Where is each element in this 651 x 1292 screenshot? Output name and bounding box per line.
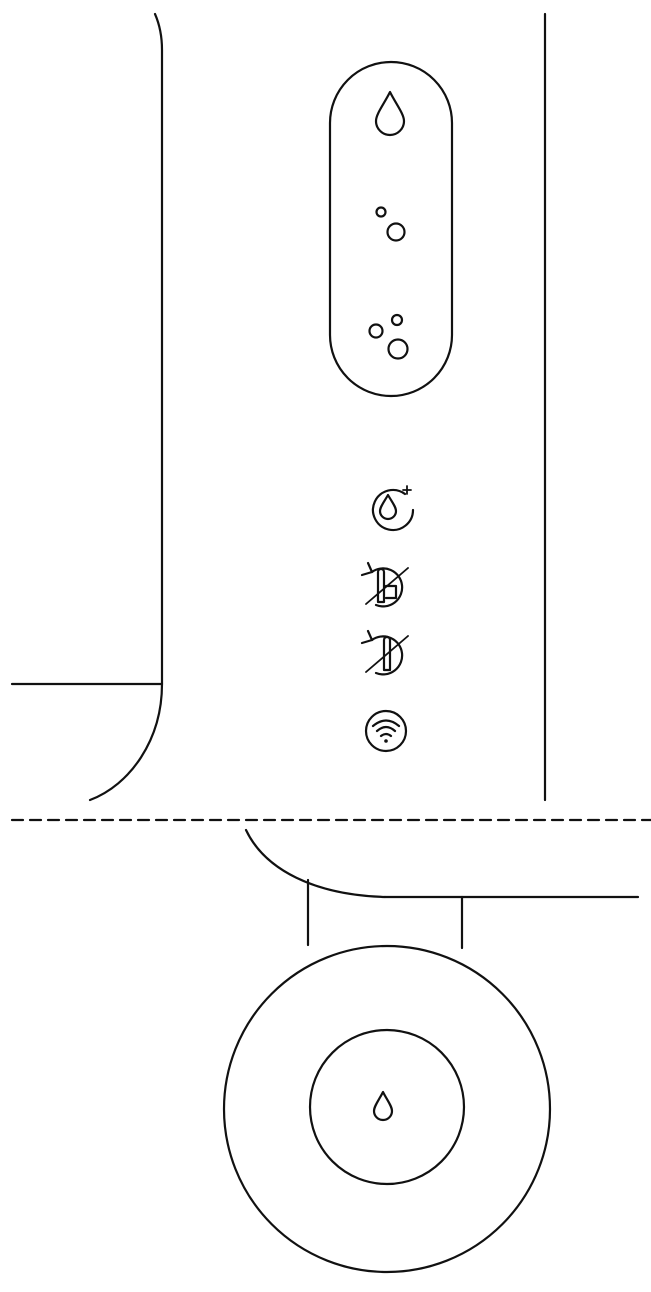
status-indicators bbox=[360, 485, 415, 753]
filter-replace-indicator-2-icon bbox=[360, 629, 409, 676]
left-panel-edge bbox=[153, 12, 164, 686]
dispense-knob-outer-ring bbox=[222, 944, 552, 1274]
base-shoulder-curve bbox=[244, 828, 387, 899]
dispense-water-drop-icon bbox=[372, 1090, 394, 1122]
dispense-button[interactable] bbox=[308, 1028, 466, 1186]
filter-replace-indicator-1-icon bbox=[360, 561, 409, 608]
left-lower-curve bbox=[88, 682, 164, 802]
water-refill-indicator-icon bbox=[371, 485, 415, 532]
dispense-button-circle[interactable] bbox=[308, 1028, 466, 1186]
base-outline bbox=[244, 828, 640, 950]
control-panel-pill bbox=[328, 60, 454, 398]
control-panel bbox=[328, 60, 454, 398]
strong-sparkling-bubbles-icon[interactable] bbox=[368, 313, 409, 360]
still-water-drop-icon[interactable] bbox=[374, 90, 406, 137]
dispense-knob bbox=[222, 944, 552, 1274]
light-sparkling-bubbles-icon[interactable] bbox=[375, 206, 406, 242]
wifi-indicator-icon bbox=[364, 709, 408, 753]
housing-outline bbox=[10, 12, 547, 802]
